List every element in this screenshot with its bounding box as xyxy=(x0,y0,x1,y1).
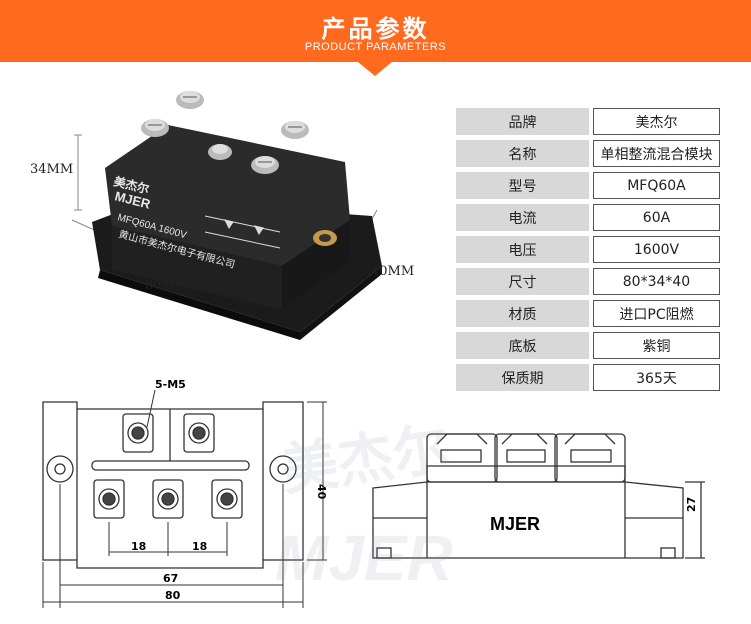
spec-key: 品牌 xyxy=(456,108,589,135)
page-title: 产品参数 xyxy=(321,15,430,43)
screw-leader-line xyxy=(146,389,156,428)
mount-hole-left xyxy=(46,455,74,483)
spec-key: 电流 xyxy=(456,204,589,231)
dim-height-label: 34MM xyxy=(30,162,74,177)
watermark-cn: 美杰尔 xyxy=(278,416,453,504)
top-view-drawing: 5-M5 18 18 67 80 40 xyxy=(42,380,328,608)
spec-row: 底板紫铜 xyxy=(456,332,720,359)
spec-row: 品牌美杰尔 xyxy=(456,108,720,135)
screw-spec-label: 5-M5 xyxy=(155,380,186,391)
spec-key: 型号 xyxy=(456,172,589,199)
spec-key: 底板 xyxy=(456,332,589,359)
spec-value: 80*34*40 xyxy=(593,268,720,295)
terminal-screw xyxy=(251,156,279,174)
module-body xyxy=(105,125,350,266)
spec-value: 单相整流混合模块 xyxy=(593,140,720,167)
spec-value: 365天 xyxy=(593,364,720,391)
banner-notch xyxy=(358,62,392,76)
terminal-screw xyxy=(208,144,232,160)
terminal-screw xyxy=(176,91,204,109)
terminal-screw xyxy=(281,121,309,139)
side-view-drawing: MJER 27 xyxy=(372,433,705,559)
spec-value: 1600V xyxy=(593,236,720,263)
watermark: 美杰尔 MJER xyxy=(275,416,453,594)
spec-value: 紫铜 xyxy=(593,332,720,359)
dim-40-label: 40 xyxy=(315,484,328,500)
circuit-symbol-icon xyxy=(204,215,281,249)
spec-value: 美杰尔 xyxy=(593,108,720,135)
spec-value: 进口PC阻燃 xyxy=(593,300,720,327)
header-banner: 产品参数 PRODUCT PARAMETERS xyxy=(0,0,751,62)
spec-key: 名称 xyxy=(456,140,589,167)
dim-depth-label: 40MM xyxy=(371,264,415,279)
dim-18a-label: 18 xyxy=(131,540,146,553)
mount-hole-right xyxy=(269,455,297,483)
terminal-screw xyxy=(141,119,169,137)
spec-row: 名称单相整流混合模块 xyxy=(456,140,720,167)
dim-27-label: 27 xyxy=(685,497,698,512)
spec-value: 60A xyxy=(593,204,720,231)
dim-18b-label: 18 xyxy=(192,540,207,553)
side-label: MJER xyxy=(490,514,540,534)
spec-key: 尺寸 xyxy=(456,268,589,295)
watermark-en: MJER xyxy=(275,522,453,594)
spec-key: 材质 xyxy=(456,300,589,327)
dim-67-label: 67 xyxy=(163,572,178,585)
page-subtitle: PRODUCT PARAMETERS xyxy=(304,41,447,53)
spec-key: 电压 xyxy=(456,236,589,263)
dim-width-label: 80MM xyxy=(145,278,189,293)
spec-row: 材质进口PC阻燃 xyxy=(456,300,720,327)
spec-value: MFQ60A xyxy=(593,172,720,199)
product-photo: 美杰尔 MJER MFQ60A 1600V 黄山市美杰尔电子有限公司 xyxy=(71,91,382,340)
dim-80-label: 80 xyxy=(165,589,181,602)
spec-key: 保质期 xyxy=(456,364,589,391)
